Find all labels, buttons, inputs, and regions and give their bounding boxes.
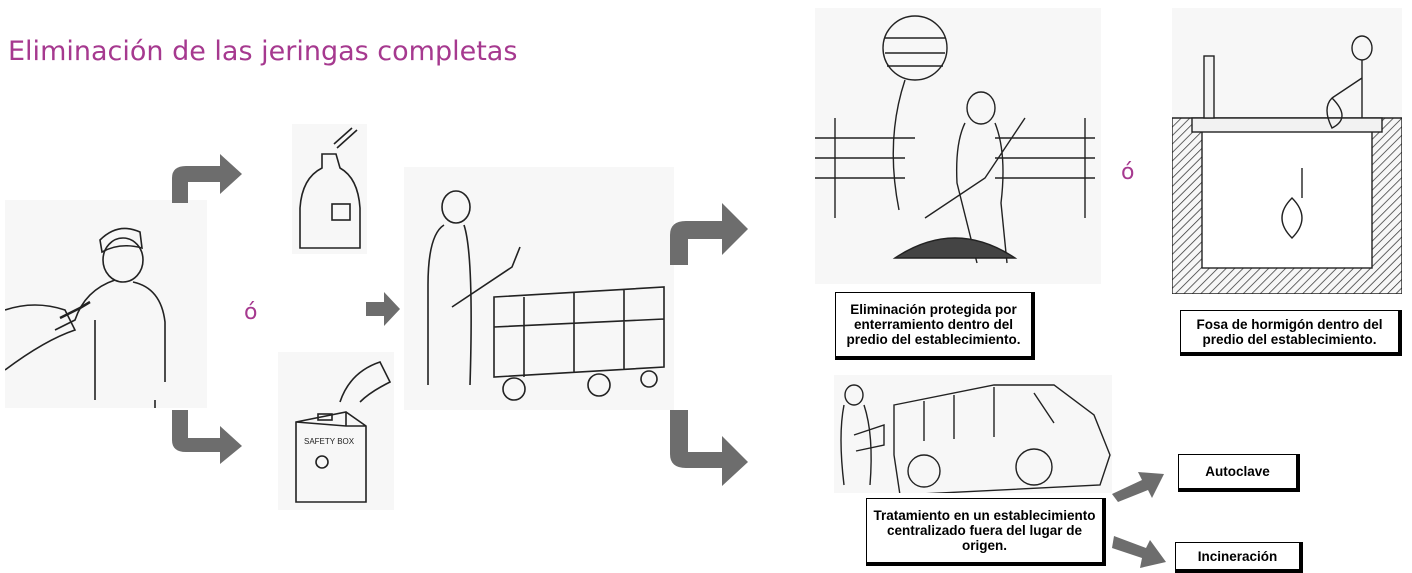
arrow-up-right-2: [670, 185, 750, 265]
arrow-to-incineration: [1112, 536, 1166, 570]
cart-illustration: [404, 167, 674, 410]
caption-offsite-treatment: Tratamiento en un establecimiento centra…: [866, 498, 1106, 566]
caption-concrete-pit: Fosa de hormigón dentro del predio del e…: [1180, 310, 1402, 356]
arrow-down-right-1: [168, 410, 244, 472]
safety-box-label: SAFETY BOX: [304, 437, 355, 446]
arrow-down-right-2: [670, 410, 750, 490]
arrow-up-right-1: [168, 148, 244, 203]
concrete-pit-illustration: [1172, 8, 1402, 294]
vehicle-illustration: [834, 375, 1112, 493]
safety-box-illustration: SAFETY BOX: [278, 352, 394, 510]
arrow-to-autoclave: [1112, 468, 1164, 502]
burial-illustration: [815, 8, 1101, 284]
arrow-right-1: [366, 292, 400, 326]
bottle-container-illustration: [292, 124, 367, 254]
caption-autoclave: Autoclave: [1178, 454, 1300, 492]
caption-incineration: Incineración: [1175, 542, 1303, 573]
health-worker-illustration: [5, 200, 207, 408]
page-title: Eliminación de las jeringas completas: [8, 36, 518, 67]
caption-burial: Eliminación protegida por enterramiento …: [835, 292, 1035, 360]
or-label-2: ó: [1121, 160, 1135, 185]
or-label-1: ó: [244, 300, 258, 325]
